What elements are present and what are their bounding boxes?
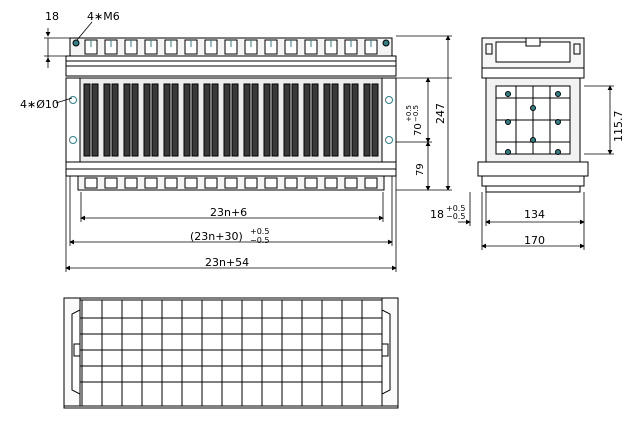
- terminal: [144, 177, 158, 189]
- dim-23n54-label: 23n+54: [205, 256, 249, 269]
- terminal: [164, 177, 178, 189]
- connector-slot: [191, 83, 199, 157]
- terminal: [104, 177, 118, 189]
- terminal: [244, 177, 258, 189]
- top-view-grid: [81, 300, 383, 406]
- terminal: [224, 177, 238, 189]
- connector-slot: [91, 83, 99, 157]
- connector-slot: [243, 83, 251, 157]
- connector-slot: [351, 83, 359, 157]
- upper-rail-2: [65, 65, 397, 77]
- dim-18-side-tol-dn: −0.5: [446, 212, 465, 221]
- dim-115-7-label: 115.7: [612, 111, 625, 143]
- top-view: [63, 297, 399, 409]
- dim-18-top-label: 18: [45, 10, 59, 23]
- mount-hole: [69, 136, 77, 144]
- front-dimensions: [44, 21, 452, 272]
- connector-slot: [231, 83, 239, 157]
- mount-hole: [385, 96, 393, 104]
- connector-slot: [203, 83, 211, 157]
- connector-slot: [223, 83, 231, 157]
- screw-m6: [72, 39, 80, 47]
- main-body: [65, 77, 397, 163]
- dim-18-side-tol-up: +0.5: [446, 204, 465, 213]
- mount-hole: [69, 96, 77, 104]
- connector-slot: [151, 83, 159, 157]
- thread-label: 4∗M6: [87, 10, 120, 23]
- dim-18-side-label: 18: [430, 208, 444, 221]
- connector-slot: [111, 83, 119, 157]
- connector-slot: [331, 83, 339, 157]
- terminal: [364, 177, 378, 189]
- connector-slot: [83, 83, 91, 157]
- connector-slot: [143, 83, 151, 157]
- connector-slot: [211, 83, 219, 157]
- screw-m6: [382, 39, 390, 47]
- terminal: [284, 177, 298, 189]
- front-labels: 18 4∗M6 4∗Ø10 23n+6 (23n+30) +0.5 −0.5 2…: [20, 10, 447, 269]
- dim-70-label: 70: [413, 123, 424, 136]
- terminal: [344, 177, 358, 189]
- connector-slot: [123, 83, 131, 157]
- connector-slot: [291, 83, 299, 157]
- terminal: [304, 177, 318, 189]
- terminal: [324, 177, 338, 189]
- dim-79-label: 79: [415, 163, 426, 176]
- connector-slot: [363, 83, 371, 157]
- terminal: [264, 177, 278, 189]
- terminal: [204, 177, 218, 189]
- dim-247-label: 247: [434, 103, 447, 124]
- connector-slot: [371, 83, 379, 157]
- connector-slot: [271, 83, 279, 157]
- connector-slots: [83, 83, 379, 157]
- connector-slot: [163, 83, 171, 157]
- connector-slot: [303, 83, 311, 157]
- dim-23n30-label: (23n+30): [190, 230, 243, 243]
- connector-slot: [323, 83, 331, 157]
- dim-170-label: 170: [524, 234, 545, 247]
- dim-23n30-tol-dn: −0.5: [250, 236, 269, 245]
- connector-slot: [343, 83, 351, 157]
- front-view: [65, 37, 397, 191]
- connector-slot: [171, 83, 179, 157]
- dim-70-tol-up: +0.5: [405, 105, 413, 122]
- dim-70-tol-dn: −0.5: [412, 105, 420, 122]
- connector-slot: [311, 83, 319, 157]
- terminal: [124, 177, 138, 189]
- side-view: [477, 37, 589, 193]
- connector-slot: [251, 83, 259, 157]
- bottom-terminals: [84, 177, 378, 189]
- connector-slot: [283, 83, 291, 157]
- top-terminals: [84, 39, 378, 55]
- hole-label: 4∗Ø10: [20, 98, 59, 111]
- connector-slot: [183, 83, 191, 157]
- connector-slot: [131, 83, 139, 157]
- dim-23n6-label: 23n+6: [210, 206, 247, 219]
- terminal: [84, 177, 98, 189]
- terminal: [184, 177, 198, 189]
- mount-hole: [385, 136, 393, 144]
- connector-slot: [263, 83, 271, 157]
- dim-134-label: 134: [524, 208, 545, 221]
- connector-slot: [103, 83, 111, 157]
- dim-23n30-tol-up: +0.5: [250, 227, 269, 236]
- side-dimensions: [458, 85, 614, 250]
- side-labels: 115.7 18 +0.5 −0.5 134 170: [430, 111, 625, 248]
